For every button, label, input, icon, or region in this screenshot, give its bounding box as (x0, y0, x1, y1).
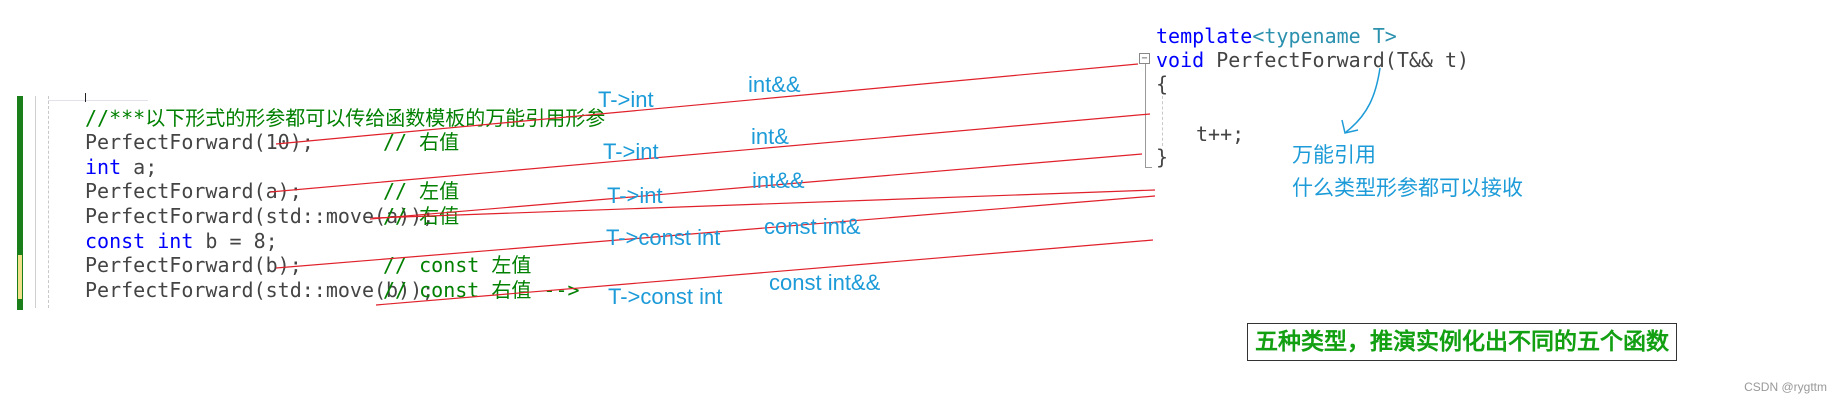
cursor-line (48, 100, 148, 101)
ref-label-1: int&& (748, 72, 801, 97)
blue-arrow-icon (1345, 67, 1381, 133)
t-label-3: T->int (607, 183, 663, 208)
body-statement: t++; (1196, 122, 1245, 146)
accept-any-label: 什么类型形参都可以接收 (1292, 176, 1523, 200)
t-label-2: T->int (603, 139, 659, 164)
indent-guide (48, 96, 49, 308)
ref-label-2: int& (751, 124, 789, 149)
gutter-divider (35, 96, 36, 308)
keyword-const-int: const int (85, 229, 194, 253)
template-params: <typename T> (1252, 24, 1397, 48)
collapse-toggle-icon[interactable]: − (1139, 53, 1150, 64)
close-brace: } (1156, 145, 1169, 169)
code-line-6: PerfectForward(b); (85, 253, 302, 277)
change-bar-yellow (17, 254, 23, 300)
code-line-3: PerfectForward(a); (85, 179, 302, 203)
change-bar-green-bottom (17, 300, 23, 310)
fold-guide-end (1145, 167, 1152, 168)
code-line-2: int a; (85, 155, 157, 179)
code-line-5-rest: b = 8; (193, 229, 278, 253)
blue-arrowhead-icon (1341, 119, 1359, 134)
red-link-line-5 (275, 195, 1156, 269)
change-bar-green (17, 96, 23, 254)
signature-rest: PerfectForward(T&& t) (1204, 48, 1470, 72)
keyword-void: void (1156, 48, 1205, 72)
ref-label-4: const int& (764, 214, 861, 239)
fold-guide (1145, 64, 1146, 168)
code-comment-6: // const 左值 (383, 253, 532, 277)
template-line: template<typename T> (1156, 24, 1397, 48)
code-line-5: const int b = 8; (85, 229, 278, 253)
text-cursor (85, 93, 86, 102)
summary-box: 五种类型，推演实例化出不同的五个函数 (1247, 323, 1677, 361)
t-label-5: T->const int (608, 284, 723, 309)
code-line-1: PerfectForward(10); (85, 130, 314, 154)
ref-label-5: const int&& (769, 270, 881, 295)
t-label-1: T->int (598, 87, 654, 112)
ref-label-3: int&& (752, 168, 805, 193)
body-indent-guide (1162, 96, 1163, 146)
t-label-4: T->const int (606, 225, 721, 250)
code-comment-3: // 左值 (383, 179, 460, 203)
red-link-line-2 (269, 113, 1151, 193)
comment-line: //***以下形式的形参都可以传给函数模板的万能引用形参 (85, 106, 606, 130)
watermark: CSDN @rygttm (1744, 380, 1827, 394)
red-link-line-4 (372, 189, 1156, 219)
code-line-7: PerfectForward(std::move(b)); (85, 278, 435, 302)
code-line-4: PerfectForward(std::move(a)); (85, 204, 435, 228)
universal-ref-label: 万能引用 (1292, 143, 1376, 167)
code-comment-7: // const 右值 --> (383, 278, 580, 302)
keyword-int: int (85, 155, 122, 179)
keyword-template: template (1156, 24, 1253, 48)
open-brace: { (1156, 72, 1169, 96)
function-signature: void PerfectForward(T&& t) (1156, 48, 1469, 72)
red-link-line-6 (375, 239, 1154, 306)
red-link-line-3 (369, 153, 1143, 220)
red-link-line-1 (275, 63, 1139, 145)
code-line-2-rest: a; (121, 155, 158, 179)
